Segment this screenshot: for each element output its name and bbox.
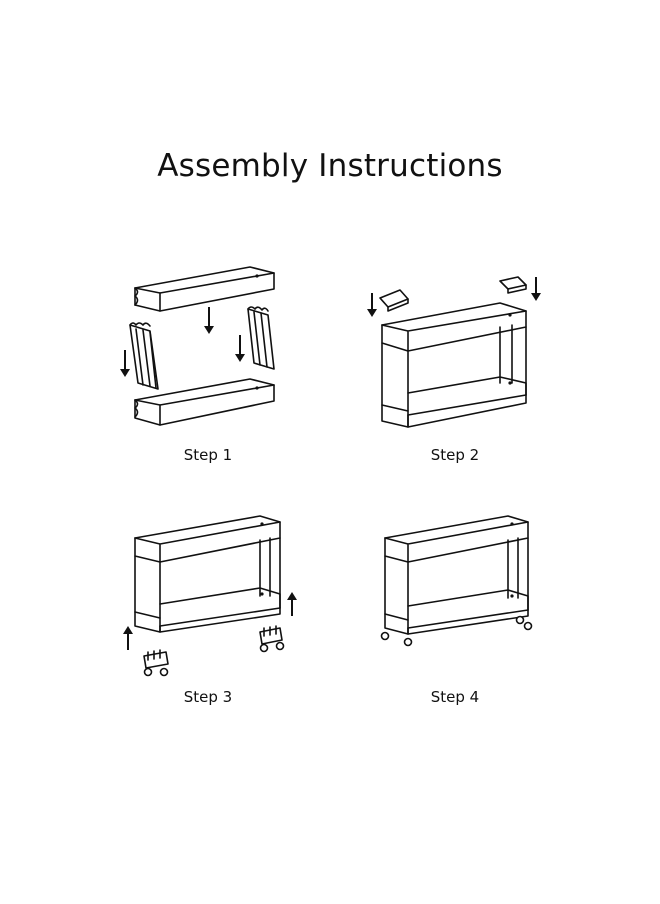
- cart-frame: [134, 515, 281, 633]
- cart-frame: [384, 515, 529, 635]
- wheel-base-part: [259, 625, 285, 653]
- wheel-icon: [515, 615, 525, 625]
- step-1-illustration: [120, 266, 275, 426]
- step-4-illustration: [380, 515, 533, 647]
- step-2-label: Step 2: [430, 446, 480, 464]
- step-2-illustration: [367, 276, 541, 428]
- cap-part: [499, 276, 527, 294]
- wheel-icon: [523, 621, 533, 631]
- down-arrow-icon: [531, 277, 541, 301]
- up-arrow-icon: [123, 626, 133, 650]
- down-arrow-icon: [235, 335, 245, 362]
- down-arrow-icon: [367, 293, 377, 317]
- left-frame-part: [129, 322, 159, 390]
- wheel-base-part: [143, 649, 169, 677]
- top-shelf-part: [134, 266, 275, 312]
- down-arrow-icon: [204, 307, 214, 334]
- right-frame-part: [247, 306, 275, 370]
- page-title: Assembly Instructions: [157, 148, 503, 184]
- wheel-icon: [380, 631, 390, 641]
- down-arrow-icon: [120, 350, 130, 377]
- step-3-label: Step 3: [183, 688, 233, 706]
- step-1-label: Step 1: [183, 446, 233, 464]
- step-4-label: Step 4: [430, 688, 480, 706]
- cap-part: [379, 289, 409, 312]
- wheel-icon: [403, 637, 413, 647]
- cart-frame: [381, 302, 527, 428]
- step-3-illustration: [123, 515, 297, 677]
- up-arrow-icon: [287, 592, 297, 616]
- bottom-shelf-part: [134, 378, 275, 426]
